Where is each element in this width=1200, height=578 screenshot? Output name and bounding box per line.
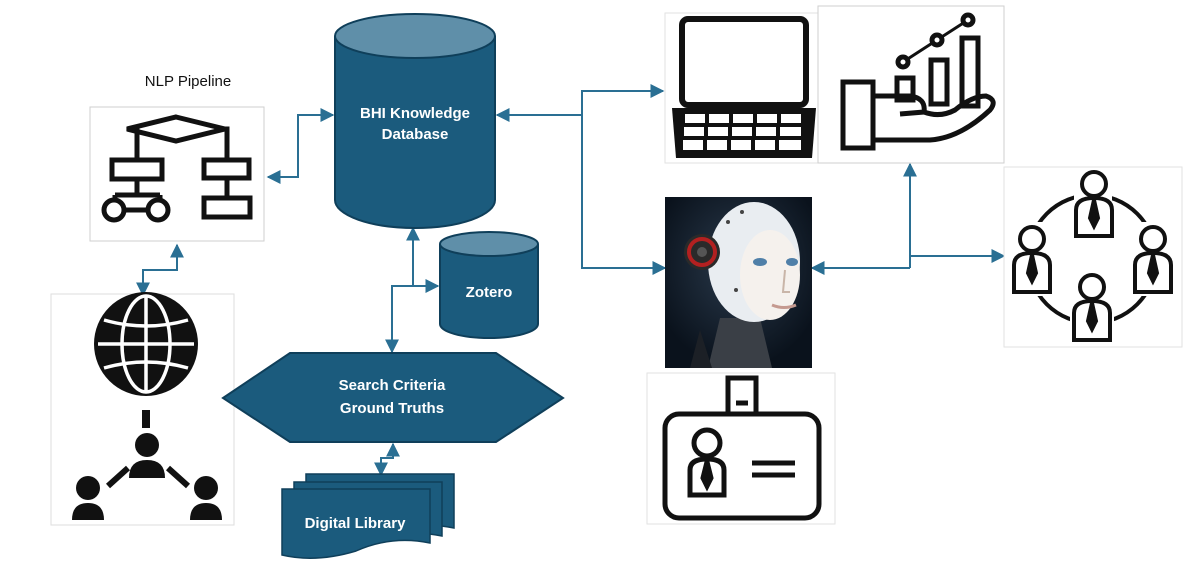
bhi-database-label-line2: Database: [382, 126, 449, 143]
connector-nlp-database: [266, 108, 335, 184]
nlp-pipeline-box: [89, 106, 265, 242]
search-criteria-label-line1: Search Criteria: [339, 377, 446, 394]
connectors: [136, 84, 1006, 477]
bhi-knowledge-database: BHI Knowledge Database: [334, 13, 496, 229]
user-group-circle-icon: [1010, 168, 1176, 344]
laptop-box: [664, 12, 823, 164]
connector-to-laptop: [581, 84, 665, 115]
connector-globe-nlp: [136, 243, 184, 297]
user-group-box: [1003, 166, 1183, 348]
connector-search: [385, 285, 413, 354]
growth-chart-hand-icon: [840, 12, 996, 151]
connector-to-robot: [581, 115, 667, 275]
laptop-icon: [672, 16, 816, 158]
zotero-label: Zotero: [466, 284, 513, 301]
globe-network-box: [50, 292, 235, 526]
id-badge-box: [646, 372, 836, 525]
globe-network-icon: [72, 292, 222, 520]
connector-to-group: [909, 249, 1006, 268]
flowchart-icon: [101, 114, 253, 223]
id-badge-icon: [662, 375, 822, 521]
nlp-pipeline-title: NLP Pipeline: [145, 73, 231, 90]
ai-robot-image: [665, 197, 812, 368]
search-criteria-node: Search Criteria Ground Truths: [221, 352, 565, 443]
digital-library-node: Digital Library: [281, 473, 455, 559]
digital-library-label: Digital Library: [305, 515, 407, 532]
search-criteria-label-line2: Ground Truths: [340, 400, 444, 417]
connector-search-library: [374, 442, 400, 477]
growth-chart-box: [817, 5, 1005, 164]
zotero-database: Zotero: [439, 231, 539, 339]
bhi-database-label-line1: BHI Knowledge: [360, 105, 470, 122]
